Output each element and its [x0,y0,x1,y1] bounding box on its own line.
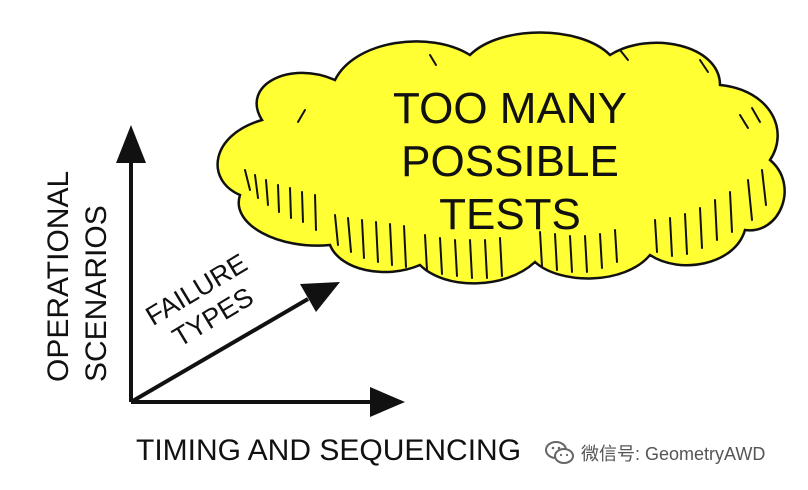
x-axis-label: TIMING AND SEQUENCING [136,434,522,467]
diagonal-axis-arrowhead [300,282,340,312]
axes [116,125,405,417]
watermark: 微信号: GeometryAWD [545,440,765,466]
diagonal-axis-line [129,297,310,404]
cloud-text-line-2: POSSIBLE [401,137,619,186]
y-axis-arrowhead [116,125,146,163]
wechat-icon [545,441,574,464]
cloud-text: TOO MANY POSSIBLE TESTS [360,82,660,241]
y-axis-label-line-1: OPERATIONAL [42,170,75,382]
y-axis-label-line-2: SCENARIOS [80,205,113,382]
x-axis-arrowhead [370,387,405,417]
cloud-text-line-1: TOO MANY [393,84,627,133]
watermark-text: 微信号: GeometryAWD [581,444,766,464]
cloud-shape [216,31,786,285]
y-axis-label: OPERATIONAL SCENARIOS [40,171,116,382]
cloud-text-line-3: TESTS [439,190,581,239]
